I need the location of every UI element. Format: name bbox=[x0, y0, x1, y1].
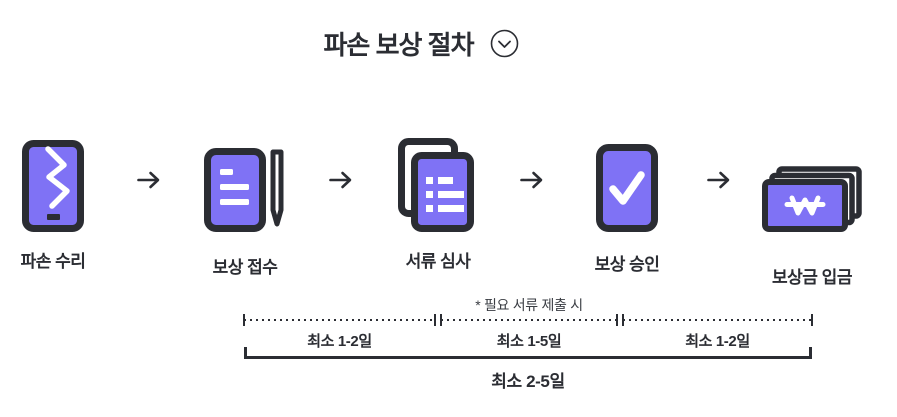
step-label: 보상금 입금 bbox=[772, 268, 852, 287]
right-arrow-icon bbox=[329, 170, 353, 195]
step-label: 서류 심사 bbox=[405, 252, 471, 271]
check-card-icon bbox=[596, 144, 658, 232]
step-label: 보상 승인 bbox=[594, 255, 660, 274]
timeline-total-bracket bbox=[244, 347, 812, 359]
step-compensation-approval: 보상 승인 bbox=[552, 133, 702, 275]
step-icon-wrap bbox=[762, 133, 862, 250]
document-pen-icon bbox=[204, 148, 284, 232]
timeline-segment-3 bbox=[622, 314, 813, 326]
step-label: 보상 접수 bbox=[212, 258, 278, 277]
page-title: 파손 보상 절차 bbox=[323, 29, 475, 60]
step-icon-wrap bbox=[596, 133, 658, 237]
step-label: 파손 수리 bbox=[20, 252, 86, 271]
right-arrow-icon bbox=[520, 170, 544, 195]
step-icon-wrap bbox=[22, 133, 84, 234]
timeline-segment-1 bbox=[243, 314, 436, 326]
banknote-stack-icon bbox=[762, 166, 862, 232]
step-claim-submission: 보상 접수 bbox=[170, 133, 320, 278]
timeline-segment-2-label: 최소 1-5일 bbox=[496, 333, 562, 350]
step-damage-repair: 파손 수리 bbox=[0, 133, 128, 272]
collapse-toggle-button[interactable] bbox=[490, 29, 519, 58]
timeline-note: * 필요 서류 제출 시 bbox=[475, 297, 583, 313]
timeline-segment-2 bbox=[440, 314, 618, 326]
timeline-segment-1-label: 최소 1-2일 bbox=[307, 333, 372, 350]
right-arrow-icon bbox=[137, 170, 161, 195]
timeline-segment-3-label: 최소 1-2일 bbox=[685, 333, 750, 350]
step-icon-wrap bbox=[398, 133, 478, 234]
timeline-total-label: 최소 2-5일 bbox=[491, 372, 565, 391]
document-stack-icon bbox=[398, 138, 474, 232]
right-arrow-icon bbox=[707, 170, 731, 195]
step-payout-deposit: 보상금 입금 bbox=[737, 133, 887, 288]
section-header: 파손 보상 절차 bbox=[0, 25, 870, 61]
cracked-phone-icon bbox=[22, 140, 84, 232]
chevron-down-circle-icon[interactable] bbox=[490, 29, 519, 58]
step-icon-wrap bbox=[204, 133, 286, 240]
step-document-review: 서류 심사 bbox=[363, 133, 513, 272]
